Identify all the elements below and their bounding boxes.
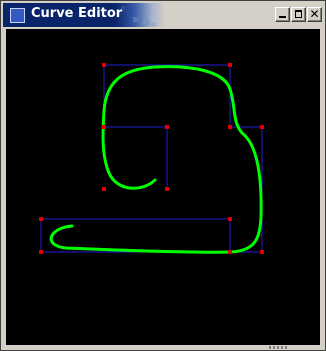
control-point[interactable] [39, 250, 43, 254]
control-point[interactable] [165, 125, 169, 129]
title-bar-pixel [121, 6, 125, 10]
title-bar-pixel [151, 23, 156, 26]
curve-canvas[interactable] [6, 29, 320, 345]
control-point[interactable] [260, 125, 264, 129]
close-icon: ✕ [309, 7, 320, 21]
control-point[interactable] [102, 187, 106, 191]
app-window-icon[interactable] [10, 8, 25, 23]
control-point[interactable] [260, 250, 264, 254]
control-point[interactable] [228, 125, 232, 129]
control-point[interactable] [228, 250, 232, 254]
curve-drawing [39, 63, 264, 254]
title-bar[interactable]: Curve Editor ✕ [3, 3, 323, 27]
control-point[interactable] [39, 217, 43, 221]
title-bar-pixel [127, 12, 132, 16]
control-point[interactable] [102, 63, 106, 67]
control-polygon [40, 64, 263, 253]
resize-grip[interactable] [269, 346, 289, 349]
title-bar-pixel [143, 21, 149, 25]
control-point[interactable] [228, 63, 232, 67]
control-point[interactable] [165, 187, 169, 191]
minimize-icon [279, 16, 286, 18]
control-point[interactable] [102, 125, 106, 129]
title-bar-pixel [133, 17, 139, 22]
maximize-icon [295, 10, 302, 18]
window-title: Curve Editor [31, 6, 123, 21]
minimize-button[interactable] [275, 7, 290, 22]
control-point[interactable] [228, 217, 232, 221]
maximize-button[interactable] [291, 7, 306, 22]
control-points[interactable] [39, 63, 264, 254]
close-button[interactable]: ✕ [307, 7, 322, 22]
